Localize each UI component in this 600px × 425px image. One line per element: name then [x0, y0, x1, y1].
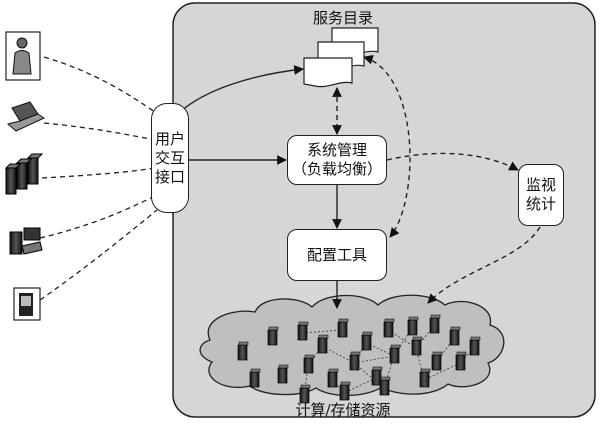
server-rack-icon: [4, 153, 44, 195]
control-arrows: [179, 65, 342, 309]
server-node-top: [268, 326, 279, 331]
server-node-top: [372, 366, 383, 371]
server-node: [361, 334, 372, 351]
server-node: [277, 367, 288, 384]
server-node: [431, 354, 442, 371]
client-links: [39, 56, 158, 301]
server-node-top: [304, 354, 315, 359]
monitor-line-2: 统计: [525, 195, 556, 213]
server-node-top: [340, 381, 351, 386]
server-node: [419, 371, 430, 388]
monitor-stats-box: 监视 统计: [518, 164, 564, 226]
mgmt-line-2: （负载均衡）: [291, 160, 382, 178]
server-node: [379, 379, 390, 396]
config-label: 配置工具: [306, 245, 367, 264]
server-node-top: [390, 344, 401, 349]
network-link: [301, 329, 343, 334]
system-management-box: 系统管理 （负载均衡）: [287, 135, 387, 185]
server-node-top: [278, 364, 289, 369]
server-node-top: [350, 351, 361, 356]
server-node-top: [318, 334, 329, 339]
server-node-top: [432, 351, 443, 356]
server-node-top: [412, 336, 423, 341]
service-catalog-label: 服务目录: [312, 9, 373, 27]
server-node: [327, 371, 338, 388]
data-arrows: [332, 55, 541, 304]
ui-line-2: 交互: [154, 148, 185, 167]
server-node-top: [362, 331, 373, 336]
server-node: [407, 319, 418, 336]
server-node: [249, 371, 260, 388]
server-node: [429, 317, 440, 334]
network-link: [423, 362, 461, 381]
server-node-top: [450, 326, 461, 331]
person-icon: [5, 31, 41, 81]
resource-servers: [237, 314, 481, 404]
desktop-icon: [9, 227, 43, 255]
server-node-top: [380, 376, 391, 381]
server-node-top: [328, 368, 339, 373]
server-node-top: [300, 384, 311, 389]
monitor-line-1: 监视: [525, 176, 556, 194]
server-node: [349, 354, 360, 371]
server-node-top: [470, 336, 481, 341]
server-node: [297, 324, 308, 341]
ui-line-3: 接口: [154, 167, 185, 186]
server-node-top: [338, 318, 349, 323]
server-node: [411, 339, 422, 356]
network-link: [331, 379, 345, 394]
server-node: [371, 369, 382, 386]
pda-icon: [13, 287, 41, 321]
config-tool-box: 配置工具: [287, 229, 387, 281]
mgmt-line-1: 系统管理: [306, 141, 367, 159]
server-node: [267, 329, 278, 346]
server-node: [383, 321, 394, 338]
resource-cloud: [199, 294, 505, 404]
network-link: [353, 355, 395, 364]
server-node: [469, 339, 480, 356]
server-node-top: [420, 368, 431, 373]
server-node: [389, 347, 400, 364]
server-node-top: [456, 351, 467, 356]
server-node: [317, 337, 328, 354]
resources-label: 计算/存储资源: [295, 401, 391, 419]
server-node: [339, 384, 350, 401]
user-interface-box: 用户 交互 接口: [151, 103, 189, 213]
server-node-top: [430, 314, 441, 319]
server-node-top: [408, 316, 419, 321]
server-node-top: [250, 368, 261, 373]
ui-line-1: 用户: [154, 129, 185, 148]
server-node-top: [238, 341, 249, 346]
server-node: [455, 354, 466, 371]
server-node: [303, 357, 314, 374]
service-catalog-documents: [303, 27, 379, 88]
laptop-icon: [6, 101, 46, 132]
server-node: [337, 321, 348, 338]
server-node: [237, 344, 248, 361]
server-node-top: [298, 321, 309, 326]
server-node-top: [384, 318, 395, 323]
server-node: [449, 329, 460, 346]
